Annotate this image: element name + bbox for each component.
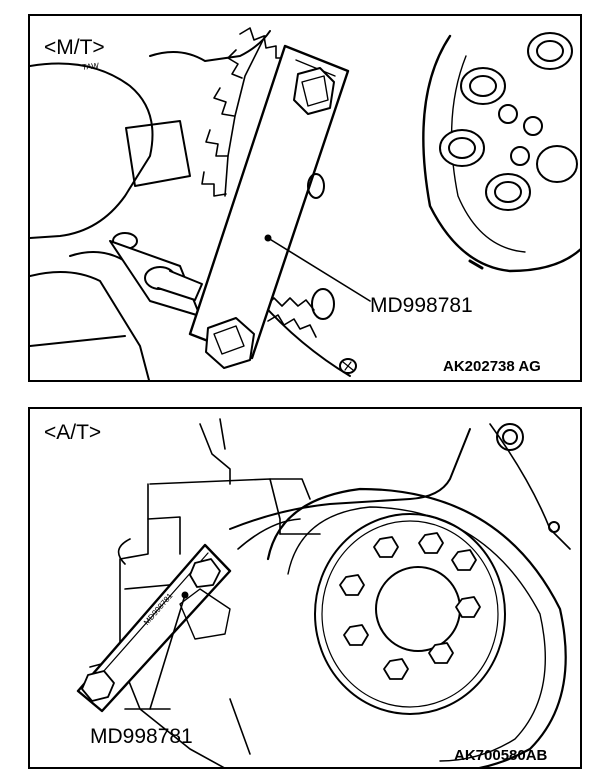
tool-engraving-mt: TAW: [81, 61, 100, 72]
hub-bolt: [527, 32, 573, 70]
upper-bolt-head: [293, 67, 335, 115]
tool-label-mt: MD998781: [370, 294, 473, 317]
lower-bolt-head: [205, 317, 255, 369]
engine-block-outline: [30, 62, 154, 239]
dowel-hole: [311, 288, 335, 320]
figure-mt-panel: <M/T> TAW MD998781 AK202738 AG: [28, 14, 582, 382]
small-nut-icon: [339, 358, 357, 374]
housing-small-hole: [548, 521, 560, 533]
figure-code-at: AK700580AB: [454, 747, 548, 764]
figure-code-mt: AK202738 AG: [443, 358, 541, 375]
dowel-hole: [307, 173, 325, 199]
hub-hole: [523, 116, 543, 136]
pivot-pin-shaft: [157, 270, 203, 301]
housing-bolt-hole-inner: [502, 429, 518, 445]
casting-line: [30, 335, 126, 347]
drive-plate-bolts: [339, 532, 481, 680]
hub-hole: [498, 104, 518, 124]
hub-bolt: [536, 145, 578, 183]
leader-dot: [181, 591, 189, 599]
at-illustration: [76, 418, 571, 767]
leader-dot: [264, 234, 272, 242]
tool-label-at: MD998781: [90, 725, 193, 748]
tool-bar: [188, 44, 350, 360]
leader-line: [267, 237, 371, 302]
casting-line: [69, 251, 126, 262]
drive-plate: [266, 487, 567, 767]
adapter-plate: [229, 428, 471, 530]
adapter-plate-edge: [237, 518, 301, 550]
hub-hole: [510, 146, 530, 166]
hub-bolt: [439, 129, 485, 167]
housing-bolt-hole: [496, 423, 524, 451]
lower-casting-edge: [30, 271, 150, 380]
ring-gear-teeth: [201, 27, 317, 338]
tool-end-hex-lower: [81, 670, 115, 702]
tool-bar: [76, 543, 232, 713]
ring-gear-arc: [259, 300, 351, 377]
mt-illustration: [30, 27, 580, 380]
hub-bolt: [460, 67, 506, 105]
flywheel-hub: [422, 32, 580, 273]
hub-bolt: [485, 173, 531, 211]
engine-bracket: [125, 120, 191, 187]
tool-end-hex-upper: [189, 558, 221, 588]
figure-at-panel: <A/T> MD998781 MD998781 AK700580AB: [28, 407, 582, 769]
tool-bar-edge: [295, 59, 336, 77]
variant-label-mt: <M/T>: [44, 36, 105, 59]
engine-boss: [179, 588, 231, 640]
housing-edge: [489, 423, 571, 550]
leader-line: [149, 594, 186, 710]
variant-label-at: <A/T>: [44, 421, 102, 444]
